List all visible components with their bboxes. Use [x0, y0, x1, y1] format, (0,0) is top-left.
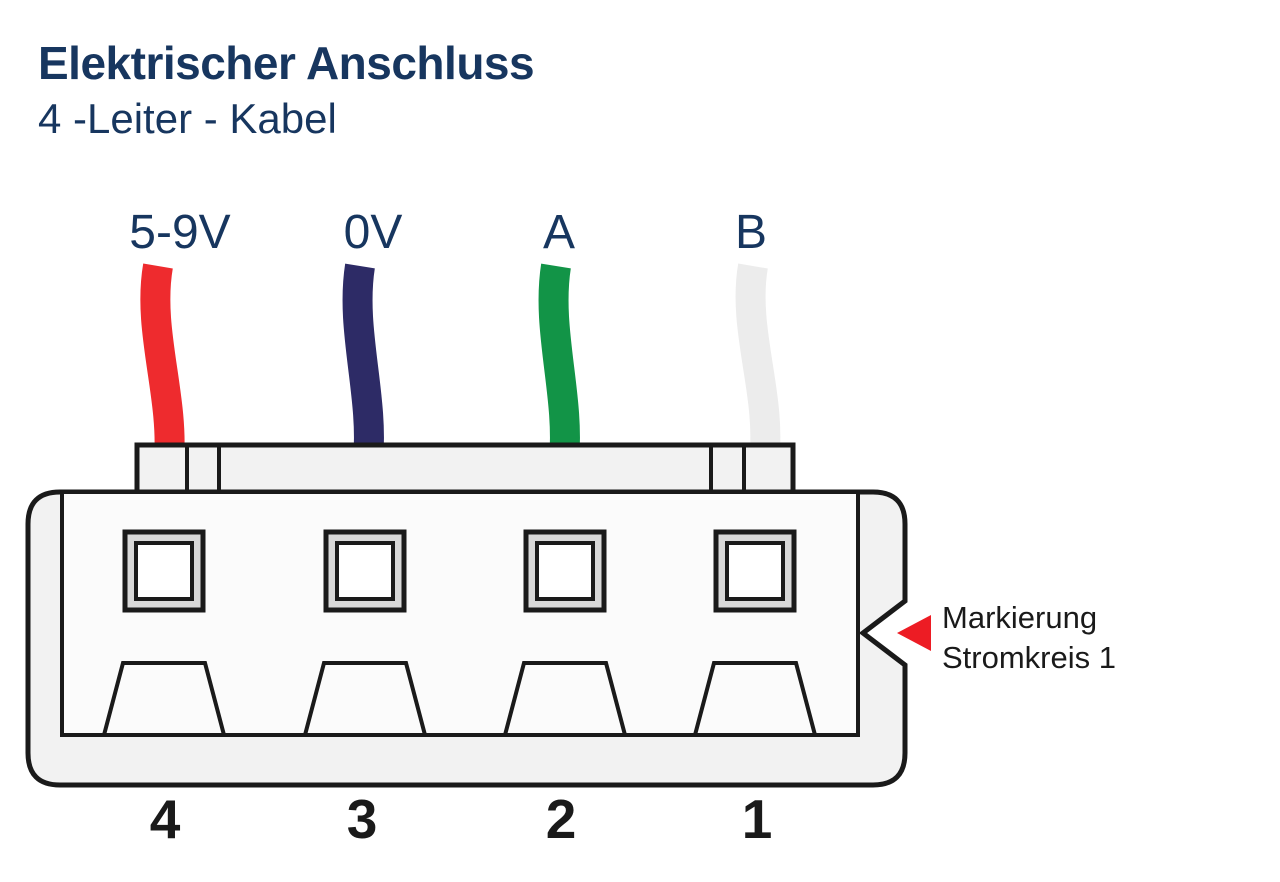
marker-label-line1: Markierung	[942, 600, 1097, 635]
socket-inner	[134, 541, 194, 601]
keying-trapezoid-pin2	[502, 661, 628, 737]
connector-face	[60, 490, 860, 737]
wire-signal-b	[735, 263, 781, 462]
pin-number-2: 2	[546, 788, 577, 850]
socket-hole-pin2	[523, 529, 607, 613]
marker-label-line2: Stromkreis 1	[942, 640, 1116, 675]
pin-number-1: 1	[742, 788, 773, 850]
marker-arrow-icon	[897, 615, 931, 651]
wire-power	[140, 263, 185, 462]
keying-trapezoid-pin1	[692, 661, 818, 737]
wire-label-ground: 0V	[344, 206, 403, 259]
socket-inner	[335, 541, 395, 601]
pin-number-3: 3	[347, 788, 378, 850]
keying-trapezoid-pin3	[302, 661, 428, 737]
wire-signal-a	[538, 263, 580, 462]
socket-inner	[535, 541, 595, 601]
pin-number-4: 4	[150, 788, 181, 850]
wire-label-signal-a: A	[543, 206, 575, 259]
wire-label-power: 5-9V	[129, 206, 230, 259]
wire-label-signal-b: B	[735, 206, 767, 259]
socket-hole-pin3	[323, 529, 407, 613]
socket-hole-pin4	[122, 529, 206, 613]
socket-inner	[725, 541, 785, 601]
wire-ground	[342, 263, 384, 462]
page-title: Elektrischer Anschluss	[38, 37, 534, 89]
page-subtitle: 4 -Leiter - Kabel	[38, 95, 337, 142]
wire-entry-strip	[134, 442, 796, 495]
socket-hole-pin1	[713, 529, 797, 613]
keying-trapezoid-pin4	[101, 661, 227, 737]
